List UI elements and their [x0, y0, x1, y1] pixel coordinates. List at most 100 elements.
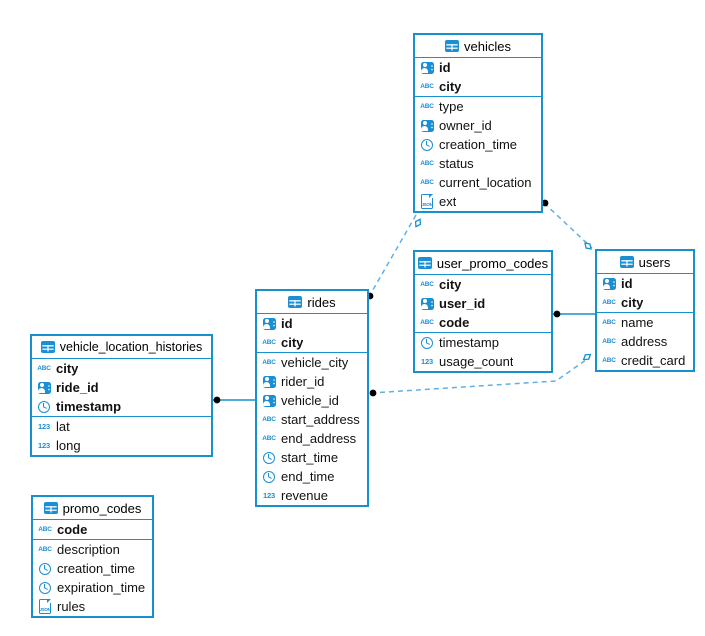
column-row[interactable]: creation_time [33, 559, 152, 578]
column-name: user_id [439, 296, 486, 311]
column-row[interactable]: id [597, 274, 693, 293]
column-name: expiration_time [57, 580, 146, 595]
varchar-icon: ABC [262, 416, 276, 423]
table-vehicles[interactable]: vehicles id ABC city ABC type owner_id cre… [413, 33, 543, 213]
column-row[interactable]: vehicle_id [257, 391, 367, 410]
uuid-icon [602, 277, 616, 290]
column-row[interactable]: owner_id [415, 116, 541, 135]
column-row[interactable]: creation_time [415, 135, 541, 154]
column-row[interactable]: id [415, 58, 541, 77]
column-row[interactable]: ride_id [32, 378, 211, 397]
column-name: lat [56, 419, 70, 434]
column-name: timestamp [56, 399, 122, 414]
table-name: users [638, 254, 671, 270]
relation-rides-users[interactable] [369, 352, 592, 397]
table-header[interactable]: user_promo_codes [415, 252, 551, 275]
uuid-icon [420, 61, 434, 74]
column-row[interactable]: rider_id [257, 372, 367, 391]
table-header[interactable]: promo_codes [33, 497, 152, 520]
table-name: promo_codes [62, 500, 142, 516]
varchar-icon: ABC [602, 338, 616, 345]
column-row[interactable]: timestamp [32, 397, 211, 416]
column-name: code [57, 522, 88, 537]
relation-vehicle_location_histories-rides[interactable] [213, 396, 255, 404]
table-name: user_promo_codes [436, 255, 549, 271]
table-name: vehicle_location_histories [59, 340, 203, 354]
table-icon [445, 40, 460, 52]
column-name: city [439, 79, 462, 94]
table-header[interactable]: vehicles [415, 35, 541, 58]
column-row[interactable]: start_time [257, 448, 367, 467]
timestamp-icon [421, 336, 433, 349]
varchar-icon: ABC [602, 319, 616, 326]
column-row[interactable]: end_time [257, 467, 367, 486]
number-icon: 123 [421, 357, 433, 366]
column-row[interactable]: ABC city [415, 77, 541, 96]
table-header[interactable]: rides [257, 291, 367, 314]
column-row[interactable]: user_id [415, 294, 551, 313]
column-row[interactable]: expiration_time [33, 578, 152, 597]
column-name: credit_card [621, 353, 686, 368]
number-icon: 123 [263, 491, 275, 500]
column-name: long [56, 438, 81, 453]
column-name: rules [57, 599, 86, 614]
number-icon: 123 [38, 422, 50, 431]
column-name: city [439, 277, 462, 292]
relation-dot-marker [213, 396, 221, 404]
varchar-icon: ABC [420, 319, 434, 326]
column-row[interactable]: timestamp [415, 332, 551, 352]
column-name: city [621, 295, 644, 310]
column-name: rider_id [281, 374, 325, 389]
relation-diamond-marker [584, 242, 592, 250]
column-row[interactable]: ABC type [415, 96, 541, 116]
column-name: end_address [281, 431, 357, 446]
relation-diamond-marker [582, 353, 592, 361]
column-name: description [57, 542, 120, 557]
varchar-icon: ABC [420, 179, 434, 186]
relation-vehicles-users[interactable] [541, 199, 593, 251]
uuid-icon [420, 297, 434, 310]
varchar-icon: ABC [38, 546, 52, 553]
table-header[interactable]: users [597, 251, 693, 274]
column-row[interactable]: ABC description [33, 539, 152, 559]
column-name: start_time [281, 450, 339, 465]
varchar-icon: ABC [420, 103, 434, 110]
column-row[interactable]: 123 lat [32, 416, 211, 436]
column-name: id [439, 60, 451, 75]
varchar-icon: ABC [420, 83, 434, 90]
relation-user_promo_codes-users[interactable] [553, 310, 595, 318]
column-name: id [621, 276, 633, 291]
varchar-icon: ABC [262, 359, 276, 366]
column-name: type [439, 99, 464, 114]
column-row[interactable]: ABC city [597, 293, 693, 312]
column-name: start_address [281, 412, 360, 427]
column-name: end_time [281, 469, 335, 484]
table-header[interactable]: vehicle_location_histories [32, 336, 211, 359]
varchar-icon: ABC [602, 299, 616, 306]
column-row[interactable]: id [257, 314, 367, 333]
column-row[interactable]: ABC start_address [257, 410, 367, 429]
